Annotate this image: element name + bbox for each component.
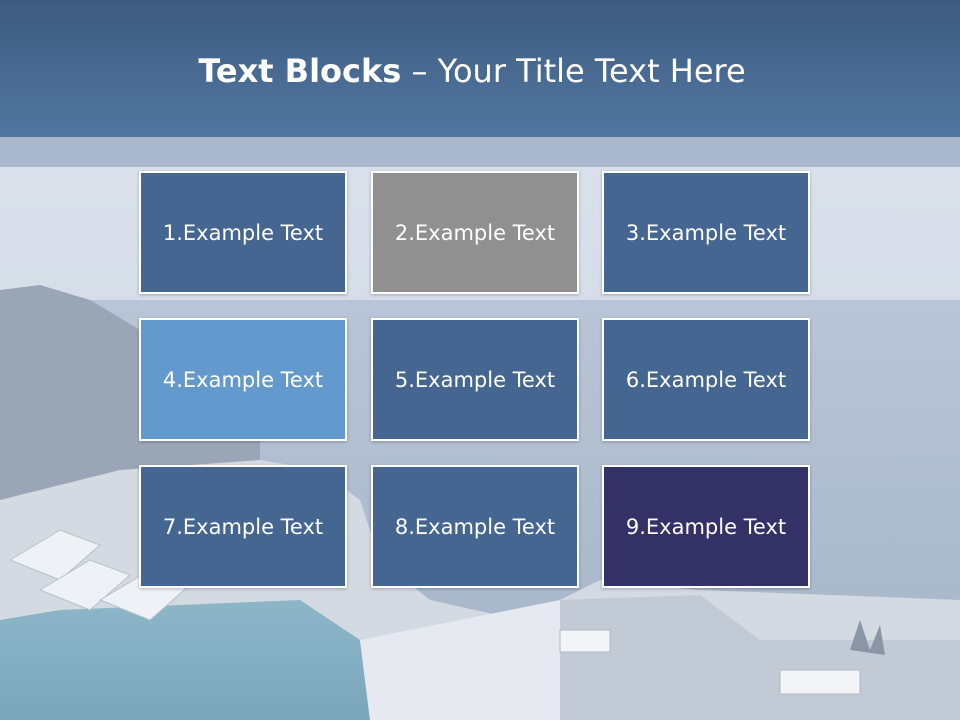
text-block-9[interactable]: 9.Example Text	[602, 465, 810, 588]
text-block-5[interactable]: 5.Example Text	[371, 318, 579, 441]
text-block-1[interactable]: 1.Example Text	[139, 171, 347, 294]
slide-title-bold: Text Blocks	[198, 52, 402, 90]
text-block-4[interactable]: 4.Example Text	[139, 318, 347, 441]
text-block-3[interactable]: 3.Example Text	[602, 171, 810, 294]
slide-title-rest: – Your Title Text Here	[401, 52, 746, 90]
header-accent-band	[0, 137, 960, 167]
slide-title: Text Blocks – Your Title Text Here	[0, 52, 944, 90]
text-block-7[interactable]: 7.Example Text	[139, 465, 347, 588]
text-block-2[interactable]: 2.Example Text	[371, 171, 579, 294]
text-block-8[interactable]: 8.Example Text	[371, 465, 579, 588]
title-bar	[0, 0, 960, 137]
text-block-6[interactable]: 6.Example Text	[602, 318, 810, 441]
